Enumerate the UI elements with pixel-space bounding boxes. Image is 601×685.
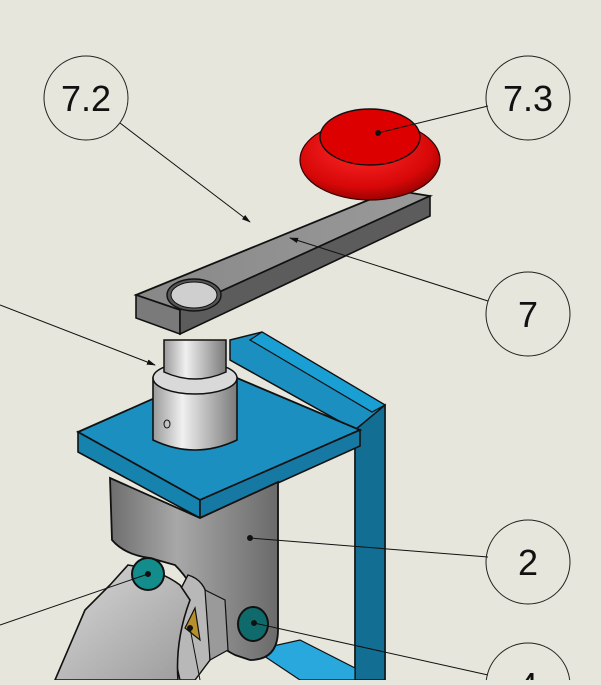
nut	[184, 606, 201, 642]
leader-lines	[0, 105, 489, 681]
bracket-part	[75, 331, 387, 681]
balloon-label: 7.2	[61, 78, 111, 119]
knob-part	[299, 108, 441, 201]
balloon-7-2: 7.2	[43, 55, 129, 141]
link-arm-part	[53, 564, 191, 681]
balloon-label: 4	[518, 665, 538, 680]
lever-part	[133, 189, 434, 336]
shaft-part	[152, 339, 238, 451]
balloon-7-3: 7.3	[485, 55, 571, 141]
balloon-7: 7	[485, 271, 571, 357]
balloon-label: 7	[518, 294, 538, 335]
balloon-2: 2	[485, 519, 571, 605]
balloon-label: 7.3	[503, 78, 553, 119]
balloon-partial: 4	[485, 642, 571, 685]
balloon-label: 2	[518, 542, 538, 583]
